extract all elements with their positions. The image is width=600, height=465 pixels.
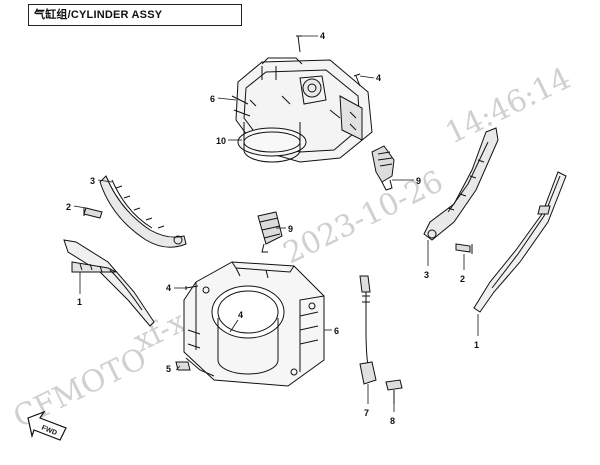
- callout-3-left: 3: [90, 176, 95, 186]
- callout-2-left: 2: [66, 202, 71, 212]
- callout-4-block-left: 4: [166, 283, 171, 293]
- cylinder-block: [175, 261, 325, 387]
- callout-4-block-center: 4: [238, 310, 243, 320]
- spark-plug-upper: [371, 145, 395, 191]
- callout-8: 8: [390, 416, 395, 426]
- bolt-right: [455, 243, 473, 254]
- callout-6-block: 6: [334, 326, 339, 336]
- callout-9-top: 9: [416, 176, 421, 186]
- leader-lines: [73, 35, 479, 412]
- temperature-sensor: [359, 275, 377, 385]
- callout-5: 5: [166, 364, 171, 374]
- tensioner-guide-left: [99, 175, 187, 248]
- callout-4-right: 4: [376, 73, 381, 83]
- callout-7: 7: [364, 408, 369, 418]
- chain-guide-right: [473, 171, 567, 313]
- cylinder-head-upper: [231, 57, 373, 163]
- callout-9-middle: 9: [288, 224, 293, 234]
- sensor-middle: [257, 211, 283, 253]
- bolt-left: [83, 207, 103, 219]
- callout-1-right: 1: [474, 340, 479, 350]
- bolt-lower: [385, 379, 403, 404]
- callout-2-right: 2: [460, 274, 465, 284]
- callout-10: 10: [216, 136, 226, 146]
- callout-3-right: 3: [424, 270, 429, 280]
- forward-arrow-icon: [27, 410, 67, 441]
- callout-6-top: 6: [210, 94, 215, 104]
- bolt-upper-right: [353, 73, 361, 87]
- bolt-upper-left: [296, 35, 302, 53]
- callout-1-left: 1: [77, 297, 82, 307]
- title-box: [28, 4, 242, 26]
- callout-4-top: 4: [320, 31, 325, 41]
- diagram-title: 气缸组/CYLINDER ASSY: [34, 9, 163, 21]
- tensioner-guide-right: [423, 127, 499, 241]
- chain-guide-left: [63, 239, 155, 327]
